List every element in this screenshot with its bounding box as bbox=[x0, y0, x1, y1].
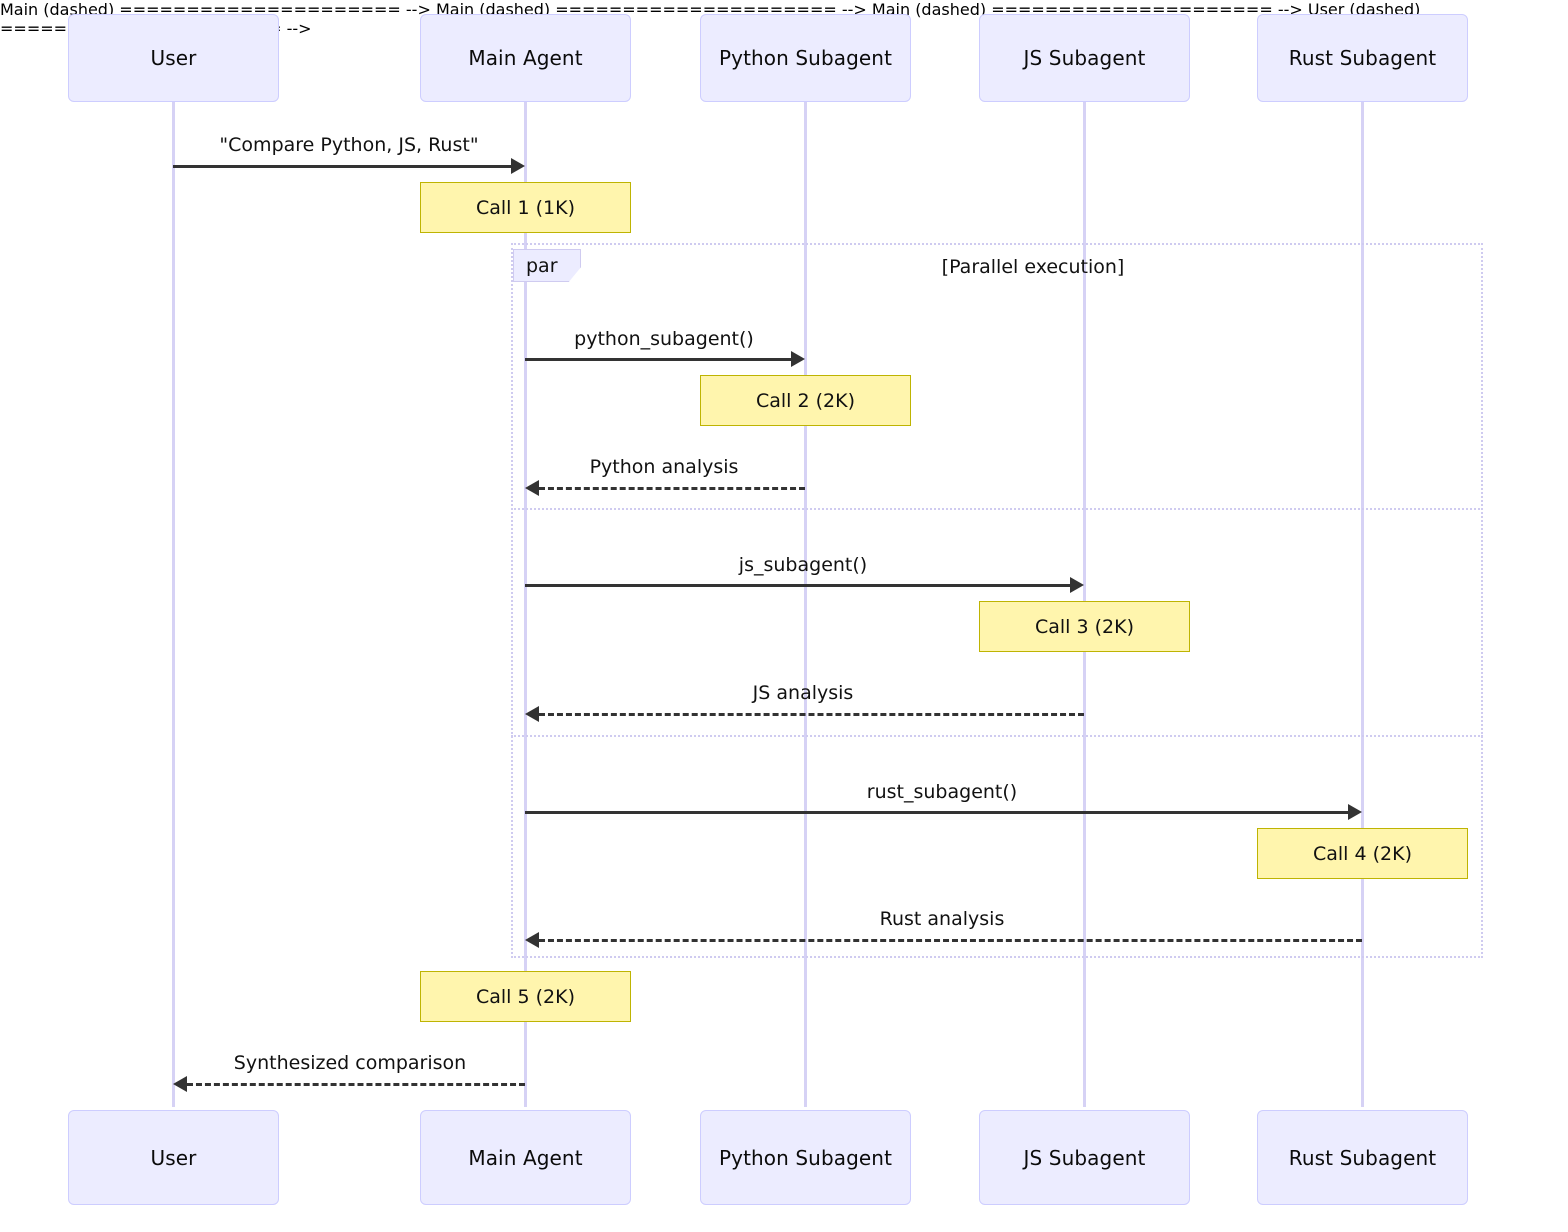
par-block-frame bbox=[511, 243, 1483, 958]
message-line-compare-request bbox=[173, 165, 511, 168]
actor-label-rust-subagent: Rust Subagent bbox=[1288, 46, 1437, 70]
actor-bottom-js-subagent[interactable]: JS Subagent bbox=[979, 1110, 1190, 1205]
message-label-rust-analysis: Rust analysis bbox=[879, 908, 1005, 930]
actor-label-python-subagent: Python Subagent bbox=[718, 46, 893, 70]
message-label-python-subagent-call: python_subagent() bbox=[574, 328, 754, 350]
par-divider-1 bbox=[511, 508, 1483, 510]
note-label-call-4: Call 4 (2K) bbox=[1312, 842, 1412, 865]
message-arrowhead-compare-request bbox=[511, 158, 525, 174]
actor-label-user: User bbox=[150, 46, 197, 70]
actor-top-user[interactable]: User bbox=[68, 14, 279, 102]
actor-top-main-agent[interactable]: Main Agent bbox=[420, 14, 631, 102]
message-label-compare-request: "Compare Python, JS, Rust" bbox=[219, 134, 479, 156]
message-arrowhead-js-analysis bbox=[525, 706, 539, 722]
message-label-js-subagent-call: js_subagent() bbox=[738, 554, 868, 576]
message-line-js-subagent-call bbox=[525, 584, 1070, 587]
actor-top-js-subagent[interactable]: JS Subagent bbox=[979, 14, 1190, 102]
actor-bottom-main-agent[interactable]: Main Agent bbox=[420, 1110, 631, 1205]
par-keyword-tab: par bbox=[513, 249, 581, 282]
lifeline-user bbox=[171, 100, 175, 1107]
par-divider-2 bbox=[511, 735, 1483, 737]
lifeline-main bbox=[523, 100, 527, 1107]
actor-bottom-python-subagent[interactable]: Python Subagent bbox=[700, 1110, 911, 1205]
note-call-3: Call 3 (2K) bbox=[979, 601, 1190, 652]
message-line-js-analysis bbox=[539, 713, 1084, 716]
message-line-python-analysis bbox=[539, 487, 805, 490]
message-line-python-subagent-call bbox=[525, 358, 791, 361]
message-line-synthesized-comparison bbox=[187, 1083, 525, 1086]
lifeline-rust bbox=[1360, 100, 1364, 1107]
message-label-js-analysis: JS analysis bbox=[752, 682, 854, 704]
message-arrowhead-python-analysis bbox=[525, 480, 539, 496]
message-label-python-analysis: Python analysis bbox=[589, 456, 739, 478]
message-label-rust-subagent-call: rust_subagent() bbox=[866, 781, 1018, 803]
actor-label-rust-subagent-bottom: Rust Subagent bbox=[1288, 1145, 1437, 1170]
actor-bottom-user[interactable]: User bbox=[68, 1110, 279, 1205]
note-label-call-3: Call 3 (2K) bbox=[1034, 615, 1134, 638]
actor-label-js-subagent: JS Subagent bbox=[1023, 46, 1146, 70]
message-arrowhead-js-subagent-call bbox=[1070, 577, 1084, 593]
note-label-call-1: Call 1 (1K) bbox=[475, 196, 575, 219]
actor-label-python-subagent-bottom: Python Subagent bbox=[718, 1145, 893, 1170]
actor-bottom-rust-subagent[interactable]: Rust Subagent bbox=[1257, 1110, 1468, 1205]
message-arrowhead-python-subagent-call bbox=[791, 351, 805, 367]
actor-label-main-agent: Main Agent bbox=[468, 46, 583, 70]
note-call-5: Call 5 (2K) bbox=[420, 971, 631, 1022]
message-line-rust-analysis bbox=[539, 939, 1362, 942]
message-arrowhead-synthesized-comparison bbox=[173, 1076, 187, 1092]
actor-top-rust-subagent[interactable]: Rust Subagent bbox=[1257, 14, 1468, 102]
par-keyword-label: par bbox=[526, 254, 558, 277]
note-label-call-5: Call 5 (2K) bbox=[475, 985, 575, 1008]
note-call-2: Call 2 (2K) bbox=[700, 375, 911, 426]
message-label-synthesized-comparison: Synthesized comparison bbox=[233, 1052, 467, 1074]
note-label-call-2: Call 2 (2K) bbox=[755, 389, 855, 412]
lifeline-python bbox=[803, 100, 807, 1107]
message-arrowhead-rust-subagent-call bbox=[1348, 804, 1362, 820]
actor-top-python-subagent[interactable]: Python Subagent bbox=[700, 14, 911, 102]
actor-label-js-subagent-bottom: JS Subagent bbox=[1023, 1145, 1146, 1170]
message-arrowhead-rust-analysis bbox=[525, 932, 539, 948]
note-call-1: Call 1 (1K) bbox=[420, 182, 631, 233]
note-call-4: Call 4 (2K) bbox=[1257, 828, 1468, 879]
actor-label-user-bottom: User bbox=[150, 1145, 197, 1170]
par-title-label: [Parallel execution] bbox=[941, 256, 1125, 278]
message-line-rust-subagent-call bbox=[525, 811, 1348, 814]
actor-label-main-agent-bottom: Main Agent bbox=[468, 1145, 583, 1170]
